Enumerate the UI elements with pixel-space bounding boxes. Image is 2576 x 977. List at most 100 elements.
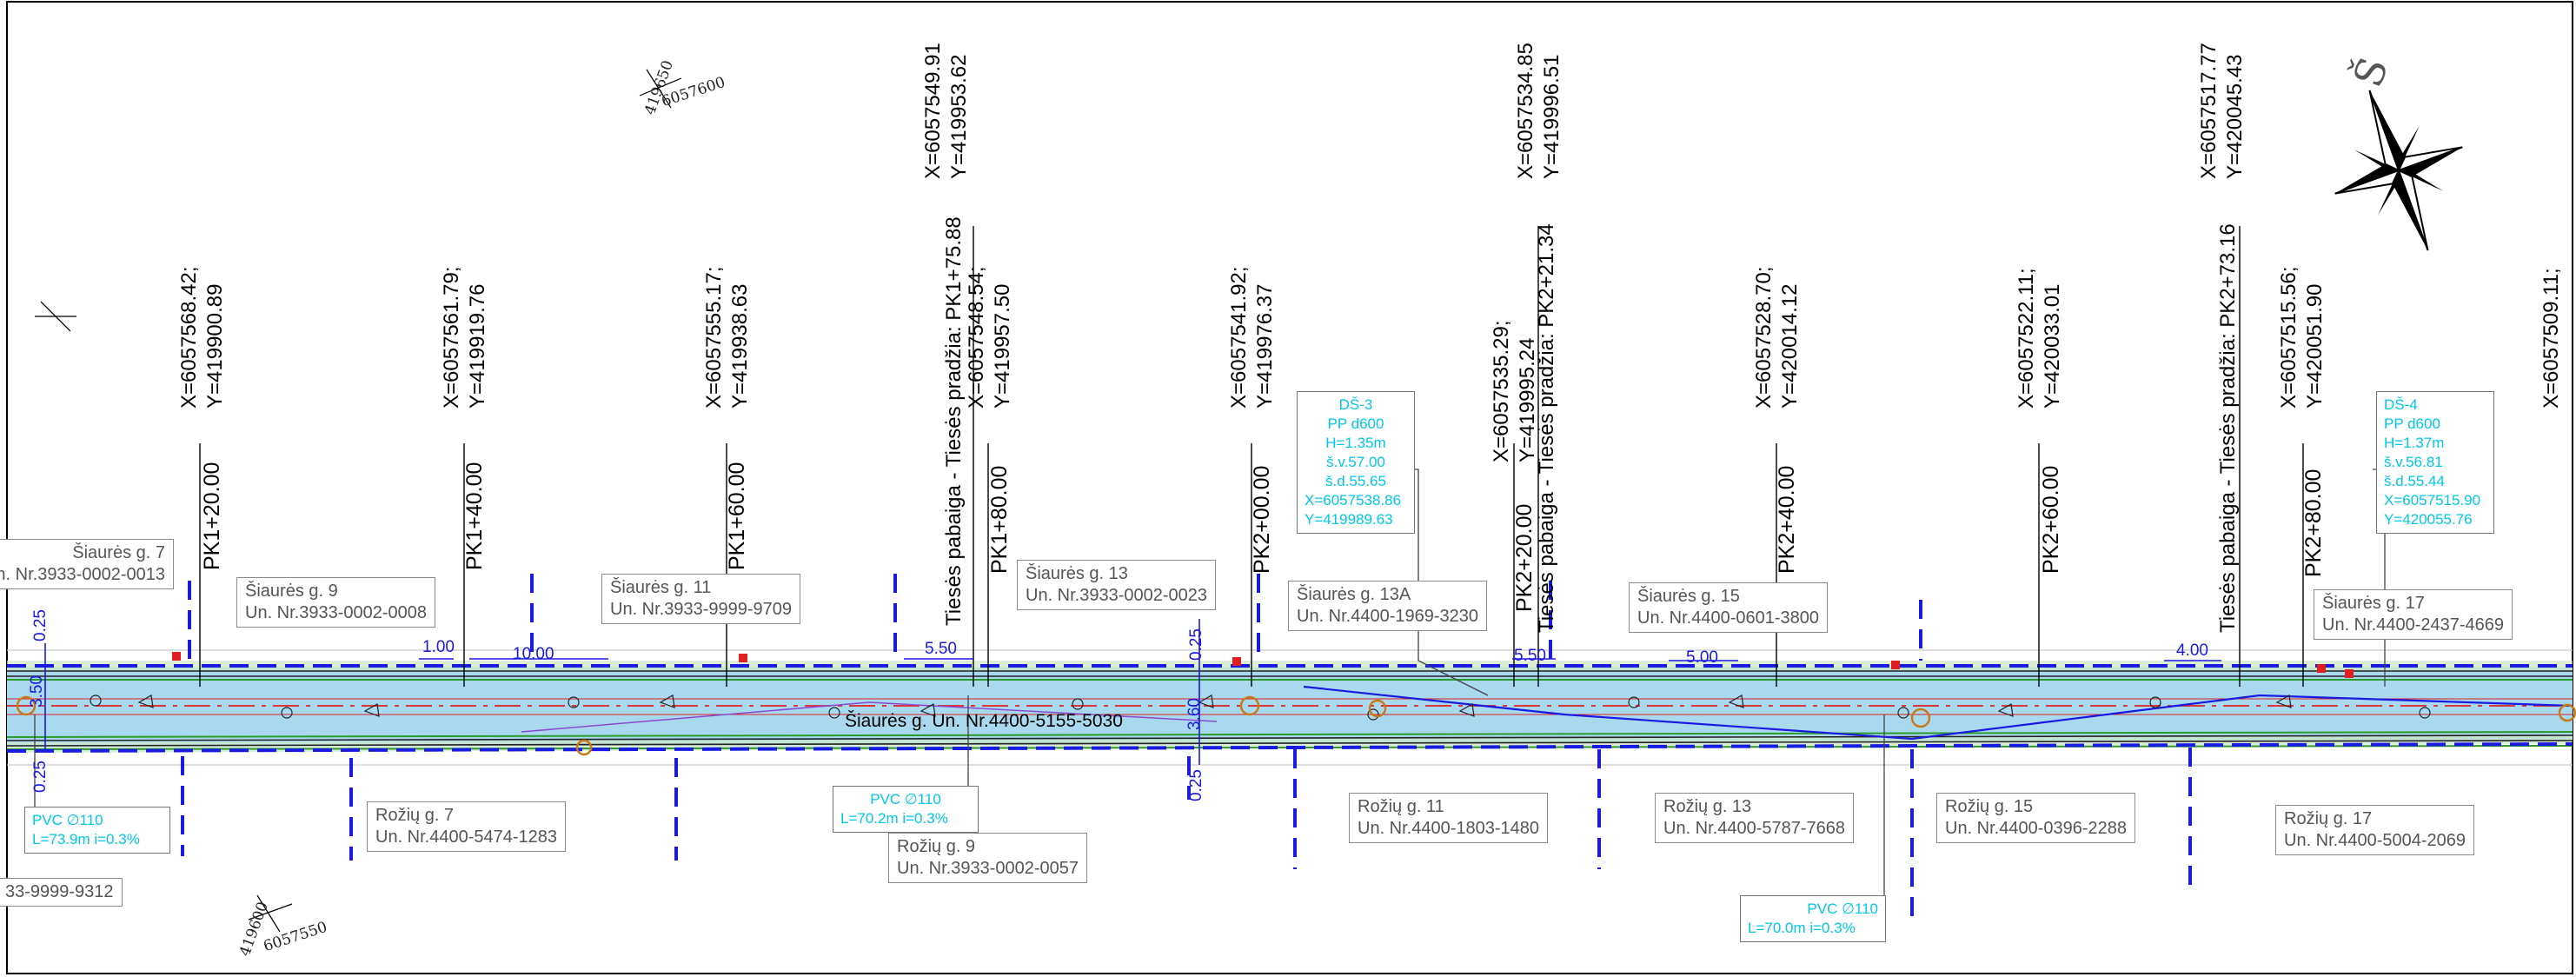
parcel-south-6: Rožių g. 17 Un. Nr.4400-5004-2069 bbox=[2275, 805, 2475, 855]
coord-x-2: X=6057561.79; bbox=[440, 266, 463, 409]
pipe-name: PVC ∅110 bbox=[1807, 901, 1878, 917]
segment-y-3: Y=420045.43 bbox=[2223, 54, 2247, 179]
coord-y-7: Y=420014.12 bbox=[1778, 283, 1802, 409]
dim-v350a: 3.50 bbox=[28, 675, 46, 708]
road-surface bbox=[7, 668, 2573, 748]
road-boundary-lines bbox=[6, 664, 2573, 753]
parcel-number: Un. Nr.3933-0002-0023 bbox=[1026, 586, 1208, 605]
parcel-number: Un. Nr.4400-1969-3230 bbox=[1297, 607, 1479, 626]
pk-label-3: PK1+60.00 bbox=[725, 462, 749, 570]
red-markers bbox=[172, 652, 2354, 678]
parcel-number: Un. Nr.3933-0002-0013 bbox=[0, 565, 165, 584]
parcel-number: Un. Nr.4400-5787-7668 bbox=[1663, 819, 1846, 838]
survey-symbols bbox=[90, 695, 2431, 721]
pk-label-4: PK1+80.00 bbox=[987, 465, 1012, 574]
pipe-name: PVC ∅110 bbox=[32, 812, 103, 828]
coord-y-5: Y=419976.37 bbox=[1253, 283, 1277, 409]
well-depth: H=1.37m bbox=[2384, 435, 2445, 451]
parcel-number: Un. Nr.4400-1803-1480 bbox=[1358, 819, 1540, 838]
coord-x-5: X=6057541.92; bbox=[1227, 266, 1251, 409]
parcel-south-5: Rožių g. 15 Un. Nr.4400-0396-2288 bbox=[1936, 793, 2136, 843]
coord-x-10: X=6057509.11; bbox=[2539, 268, 2563, 409]
parcel-north-1: Šiaurės g. 7 Un. Nr.3933-0002-0013 bbox=[0, 539, 174, 589]
dim-v025b: 0.25 bbox=[31, 761, 50, 793]
pipe-length: L=73.9m i=0.3% bbox=[32, 831, 140, 847]
pk-label-2: PK1+40.00 bbox=[462, 462, 487, 570]
parcel-number: Un. Nr.3933-9999-9709 bbox=[610, 600, 793, 619]
north-arrow bbox=[2334, 90, 2463, 251]
parcel-north-3: Šiaurės g. 11 Un. Nr.3933-9999-9709 bbox=[601, 574, 801, 624]
parcel-street: Šiaurės g. 7 bbox=[72, 543, 165, 562]
sheet-frame bbox=[6, 1, 2573, 974]
dim-400: 4.00 bbox=[2176, 641, 2208, 660]
pk-label-9: PK2+80.00 bbox=[2301, 469, 2326, 577]
parcel-street: Šiaurės g. 17 bbox=[2322, 594, 2425, 613]
dim-1000: 10.00 bbox=[513, 645, 554, 663]
dim-550a: 5.50 bbox=[925, 640, 957, 658]
parcel-number: Un. Nr.3933-0002-0008 bbox=[245, 603, 428, 622]
road-axis-lines bbox=[7, 698, 2573, 715]
coord-x-1: X=6057568.42; bbox=[177, 266, 201, 409]
parcel-north-4: Šiaurės g. 13 Un. Nr.3933-0002-0023 bbox=[1017, 560, 1217, 610]
pipe-length: L=70.0m i=0.3% bbox=[1748, 920, 1856, 936]
dim-v025a: 0.25 bbox=[31, 609, 50, 641]
coord-x-3: X=6057555.17; bbox=[702, 266, 726, 409]
coord-x-9: X=6057515.56; bbox=[2277, 266, 2300, 409]
coord-x-7: X=6057528.70; bbox=[1752, 266, 1776, 409]
parcel-street: Šiaurės g. 13 bbox=[1026, 564, 1128, 583]
well-bottom: š.d.55.44 bbox=[2384, 473, 2445, 489]
well-y: Y=419989.63 bbox=[1305, 511, 1393, 528]
parcel-partial: 33-9999-9312 bbox=[0, 878, 123, 907]
pk-label-1: PK1+20.00 bbox=[200, 462, 224, 570]
pk-label-7: PK2+40.00 bbox=[1775, 465, 1799, 574]
grid-cross-north bbox=[639, 69, 682, 109]
parcel-number: Un. Nr.4400-5004-2069 bbox=[2284, 831, 2466, 850]
coord-x-8: X=6057522.11; bbox=[2015, 268, 2038, 409]
well-x: X=6057538.86 bbox=[1305, 492, 1402, 508]
parcel-north-5: Šiaurės g. 13A Un. Nr.4400-1969-3230 bbox=[1288, 581, 1488, 631]
parcel-street: Rožių g. 11 bbox=[1358, 797, 1444, 816]
parcel-street: Šiaurės g. 13A bbox=[1297, 585, 1411, 604]
segment-text-1: Tiesės pabaiga - Tiesės pradžia: PK1+75.… bbox=[942, 216, 966, 626]
well-pipe: PP d600 bbox=[2384, 415, 2440, 432]
drain-pipe-line bbox=[1303, 685, 2573, 741]
road-name: Šiaurės g. Un. Nr.4400-5155-5030 bbox=[845, 711, 1123, 731]
dim-550b: 5.50 bbox=[1514, 647, 1546, 665]
coord-y-9: Y=420051.90 bbox=[2303, 283, 2327, 409]
well-ds4: DŠ-4 PP d600 H=1.37m š.v.56.81 š.d.55.44… bbox=[2376, 391, 2494, 534]
well-id: DŠ-3 bbox=[1338, 396, 1373, 413]
pipe-label-3: PVC ∅110 L=70.0m i=0.3% bbox=[1740, 895, 1886, 942]
well-pipe: PP d600 bbox=[1327, 415, 1384, 432]
parcel-north-6: Šiaurės g. 15 Un. Nr.4400-0601-3800 bbox=[1629, 582, 1829, 633]
parcel-number: Un. Nr.4400-0396-2288 bbox=[1945, 819, 2128, 838]
parcel-street: Rožių g. 9 bbox=[897, 837, 976, 856]
parcel-street: Rožių g. 15 bbox=[1945, 797, 2034, 816]
dim-v360: 3.60 bbox=[1185, 698, 1204, 730]
segment-y-1: Y=419953.62 bbox=[947, 54, 971, 179]
coord-y-4: Y=419957.50 bbox=[991, 283, 1014, 409]
parcel-south-3: Rožių g. 11 Un. Nr.4400-1803-1480 bbox=[1349, 793, 1549, 843]
well-ds3: DŠ-3 PP d600 H=1.35m š.v.57.00 š.d.55.65… bbox=[1297, 391, 1415, 534]
parcel-number: Un. Nr.4400-0601-3800 bbox=[1637, 608, 1820, 628]
station-leaders bbox=[199, 226, 2304, 687]
dim-v025c: 0.25 bbox=[1187, 628, 1205, 661]
parcel-street: Šiaurės g. 9 bbox=[245, 582, 338, 601]
parcel-lines bbox=[7, 649, 2573, 766]
segment-y-2: Y=419996.51 bbox=[1540, 54, 1564, 179]
parcel-street: Šiaurės g. 15 bbox=[1637, 587, 1740, 606]
well-bottom: š.d.55.65 bbox=[1325, 473, 1386, 489]
pipe-label-2: PVC ∅110 L=70.2m i=0.3% bbox=[833, 786, 979, 833]
pipe-name: PVC ∅110 bbox=[870, 791, 941, 808]
parcel-number: Un. Nr.4400-2437-4669 bbox=[2322, 615, 2505, 635]
boundary-ticks bbox=[181, 574, 2192, 921]
well-depth: H=1.35m bbox=[1325, 435, 1386, 451]
dim-100: 1.00 bbox=[422, 638, 455, 656]
parcel-number: Un. Nr.3933-0002-0057 bbox=[897, 859, 1079, 878]
coord-y-8: Y=420033.01 bbox=[2041, 283, 2064, 409]
parcel-street: Šiaurės g. 11 bbox=[610, 578, 712, 597]
pk-label-8: PK2+60.00 bbox=[2039, 465, 2063, 574]
coord-y-2: Y=419919.76 bbox=[466, 283, 489, 409]
manholes bbox=[16, 695, 2576, 756]
pipe-label-1: PVC ∅110 L=73.9m i=0.3% bbox=[24, 807, 170, 854]
